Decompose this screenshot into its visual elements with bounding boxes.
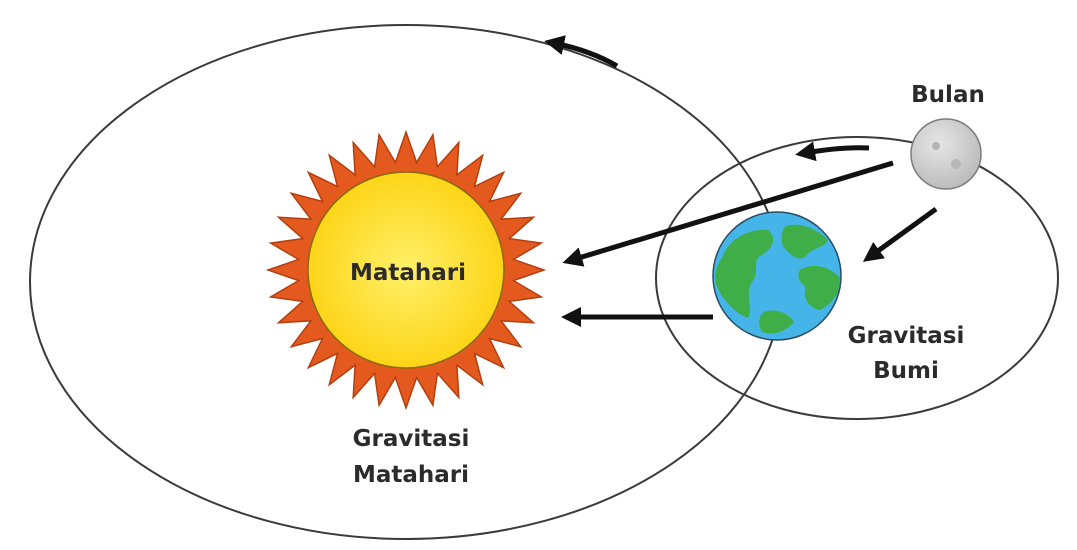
earth (713, 212, 841, 340)
sun: Matahari (268, 132, 544, 408)
sun-gravity-label-line1: Gravitasi (353, 426, 470, 452)
sun-gravity-label-line2: Matahari (353, 462, 469, 488)
orbit-direction-arrow-moon (805, 148, 869, 153)
earth-gravity-label-line2: Bumi (873, 358, 939, 384)
moon (911, 119, 981, 189)
moon-crater (932, 142, 940, 150)
moon-crater (951, 159, 961, 169)
sun-label: Matahari (350, 260, 466, 286)
earth-gravity-label-line1: Gravitasi (848, 323, 965, 349)
moon-label: Bulan (911, 82, 985, 108)
orbit-direction-arrow-sun (554, 43, 617, 66)
moon-body (911, 119, 981, 189)
moon-to-earth-gravity-arrow (871, 209, 936, 256)
